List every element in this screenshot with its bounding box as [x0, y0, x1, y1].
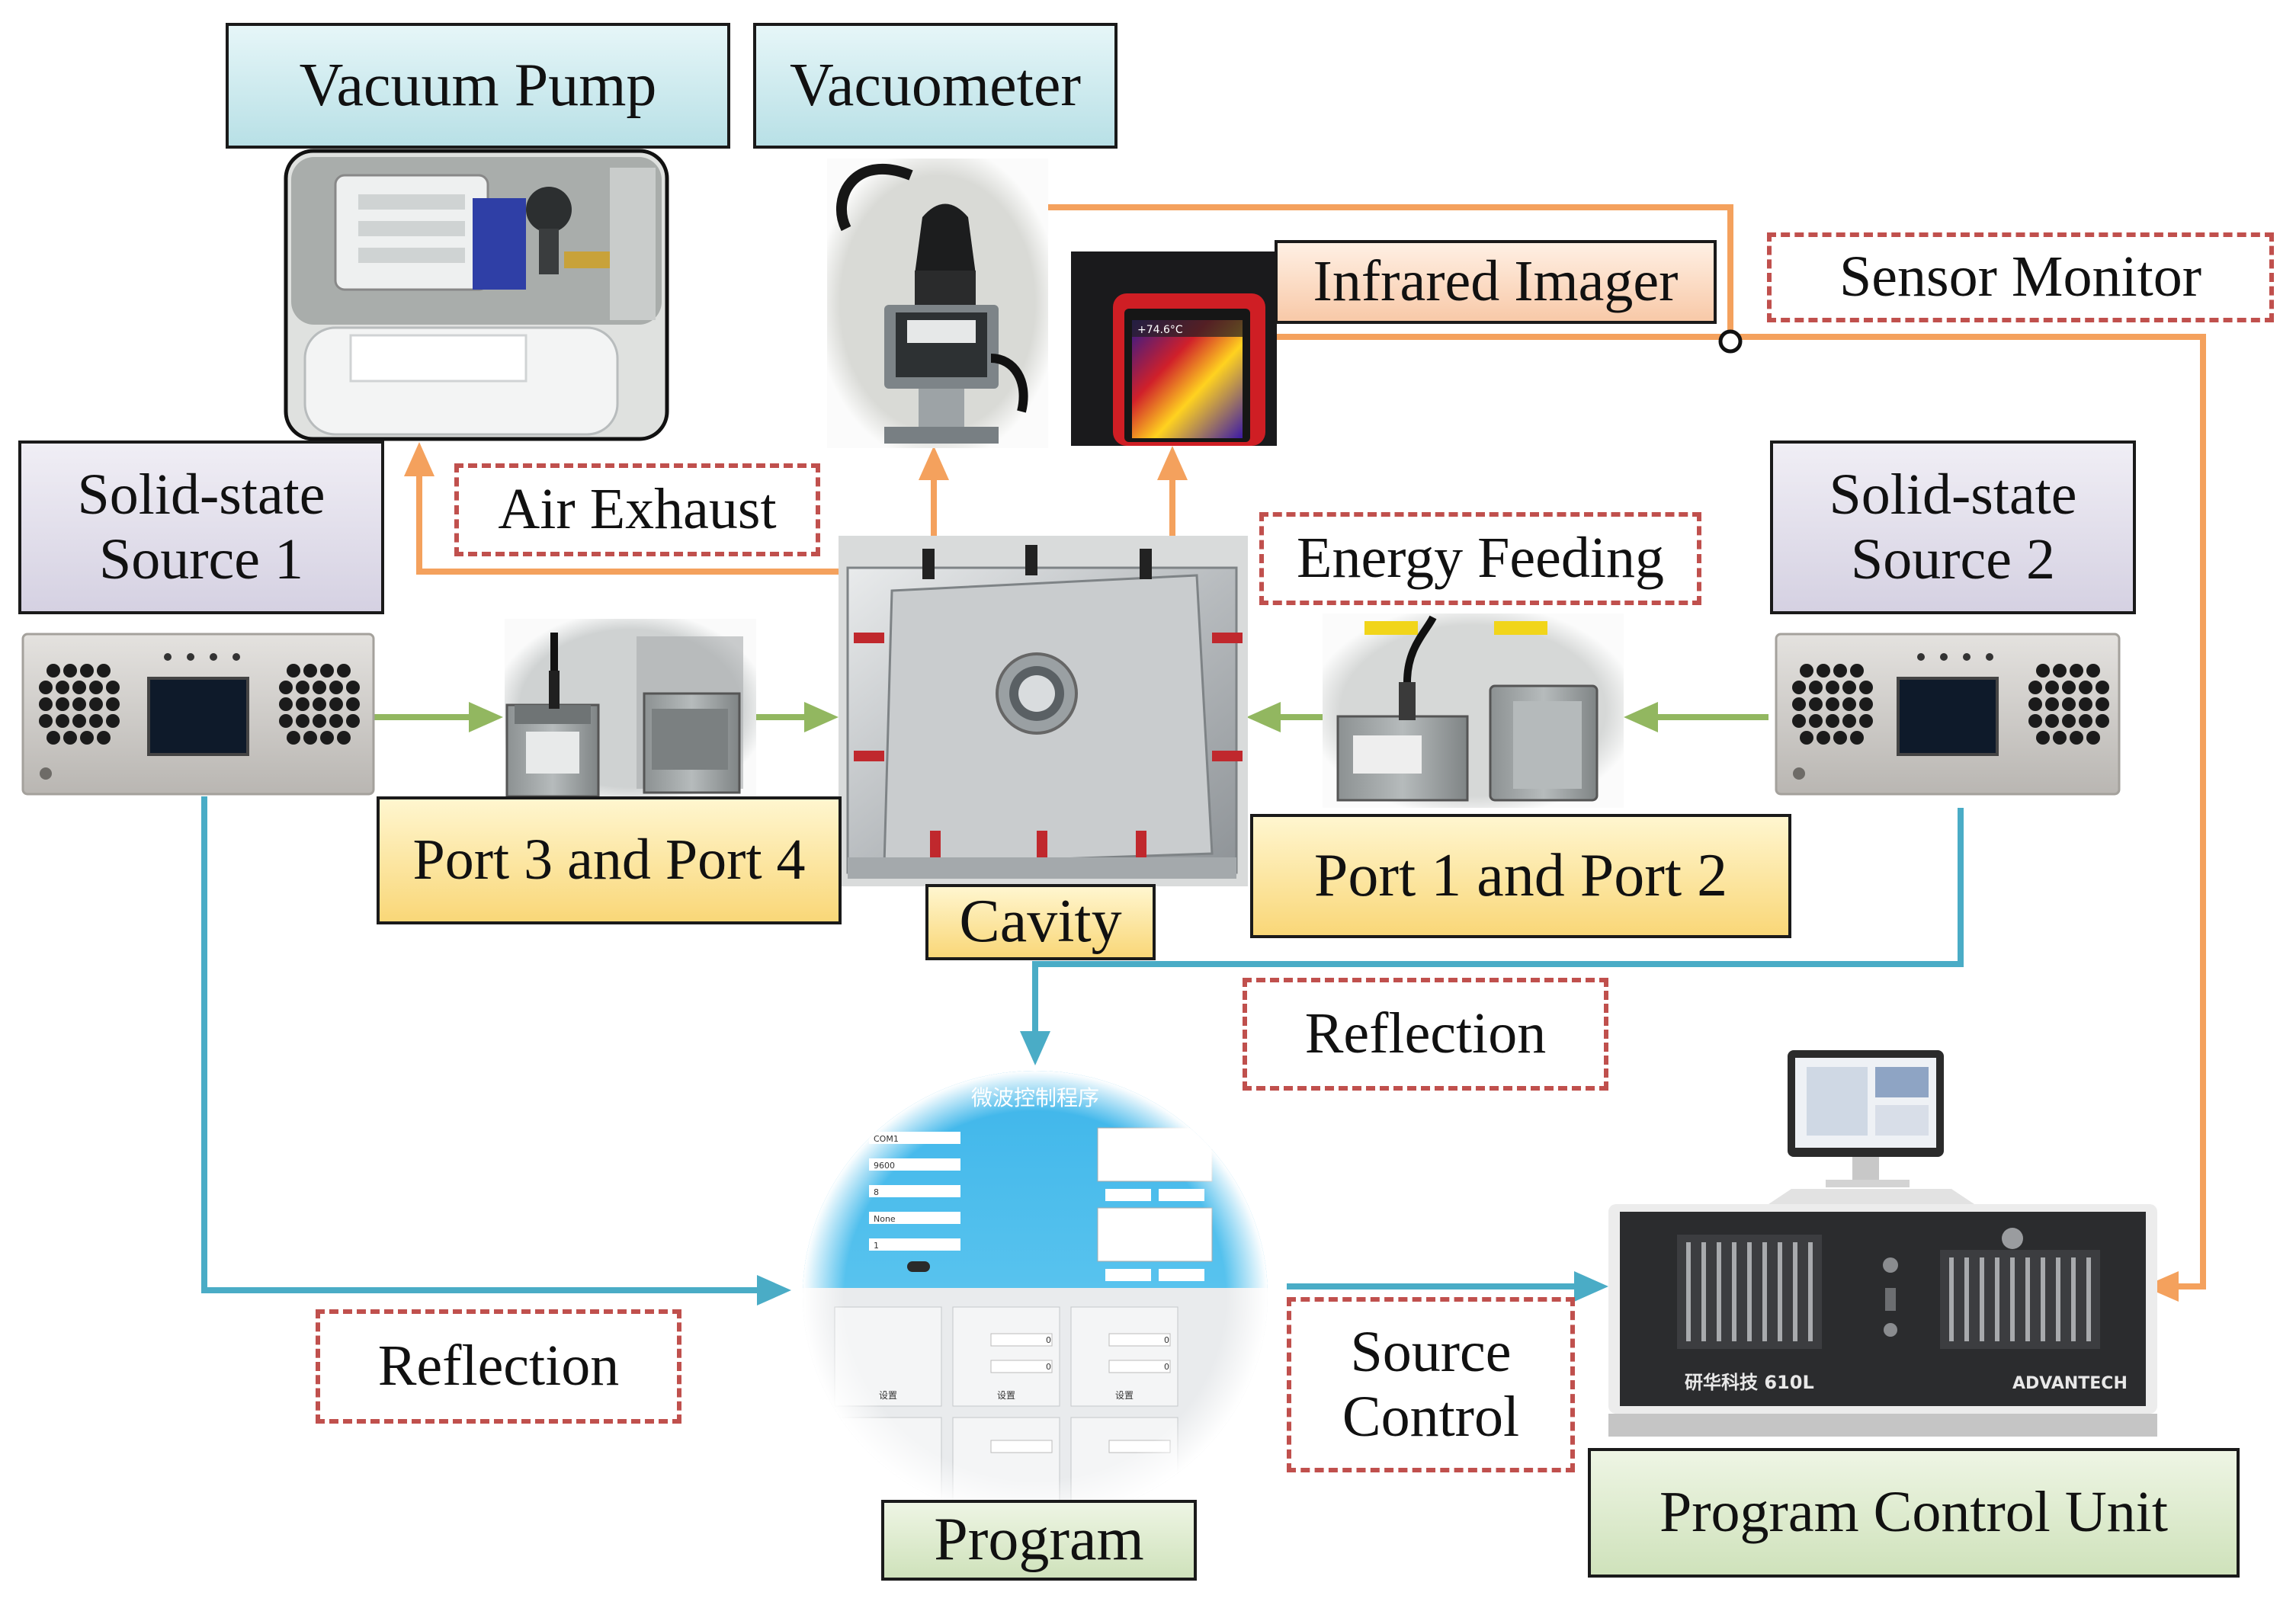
arrow-to-program-control-unit — [2144, 1271, 2179, 1302]
air-exhaust-label: Air Exhaust — [454, 463, 820, 556]
junction-dot — [1718, 329, 1743, 354]
air-exhaust-line — [416, 457, 839, 575]
arrow-to-vacuum-pump — [404, 442, 435, 476]
arrow-to-port-1-2 — [1624, 702, 1658, 732]
port-1-2-label: Port 1 and Port 2 — [1250, 814, 1791, 938]
program-button-c: 设置 — [1115, 1390, 1134, 1401]
arrow-to-port-3-4 — [469, 702, 503, 732]
vacuum-pump-label: Vacuum Pump — [226, 23, 730, 149]
vacuometer-signal-line — [1033, 204, 1733, 341]
svg-text:+74.6°C: +74.6°C — [1137, 324, 1183, 336]
solid-state-source-1-label: Solid-state Source 1 — [18, 440, 384, 614]
sensor-monitor-label: Sensor Monitor — [1767, 232, 2274, 322]
cavity-photo — [839, 536, 1248, 886]
arrow-to-program-left — [757, 1275, 791, 1305]
solid-state-source-1-photo — [21, 633, 375, 796]
program-value-2: 0 — [1046, 1362, 1051, 1372]
program-button-b: 设置 — [997, 1390, 1015, 1401]
ipc-brand-cn: 研华科技 610L — [1685, 1372, 1814, 1393]
reflection-label-left: Reflection — [316, 1309, 681, 1424]
program-field-1: COM1 — [874, 1134, 899, 1144]
port-1-2-photo — [1323, 613, 1624, 808]
program-button-a: 设置 — [879, 1390, 897, 1401]
program-control-unit-label: Program Control Unit — [1588, 1448, 2240, 1578]
program-field-2: 9600 — [874, 1161, 895, 1171]
cavity-label: Cavity — [925, 884, 1156, 960]
port-3-4-label: Port 3 and Port 4 — [377, 796, 842, 924]
program-field-4: None — [874, 1214, 896, 1224]
arrow-to-program-top — [1020, 1031, 1050, 1065]
port-3-4-photo — [505, 619, 756, 798]
reflection-label-right: Reflection — [1243, 978, 1608, 1091]
vacuum-pump-photo — [284, 149, 669, 441]
infrared-imager-label: Infrared Imager — [1275, 240, 1717, 324]
program-value-4: 0 — [1164, 1362, 1169, 1372]
reflection-source1-line — [201, 796, 761, 1293]
infrared-imager-photo: +74.6°C — [1071, 251, 1277, 446]
energy-feeding-label: Energy Feeding — [1259, 512, 1701, 605]
solid-state-source-2-label: Solid-state Source 2 — [1770, 440, 2136, 614]
arrow-to-vacuometer — [919, 446, 949, 480]
program-screen-title: 微波控制程序 — [971, 1085, 1099, 1110]
vacuometer-photo — [827, 159, 1048, 448]
program-field-5: 1 — [874, 1241, 879, 1251]
program-value-1: 0 — [1046, 1335, 1051, 1345]
ipc-brand-en: ADVANTECH — [2012, 1374, 2128, 1393]
program-value-3: 0 — [1164, 1335, 1169, 1345]
program-label: Program — [881, 1500, 1197, 1581]
source-control-label: Source Control — [1287, 1297, 1575, 1472]
program-screen — [803, 1071, 1268, 1520]
arrow-to-control-unit — [1574, 1271, 1608, 1302]
arrow-to-cavity-right — [1246, 702, 1281, 732]
solid-state-source-2-photo — [1775, 633, 2121, 796]
program-control-unit-photo — [1608, 1050, 2157, 1437]
reflection-source2-line — [1032, 808, 1964, 1036]
program-field-3: 8 — [874, 1187, 879, 1197]
arrow-to-infrared-imager — [1157, 446, 1188, 480]
vacuometer-label: Vacuometer — [753, 23, 1118, 149]
arrow-to-cavity-left — [804, 702, 839, 732]
